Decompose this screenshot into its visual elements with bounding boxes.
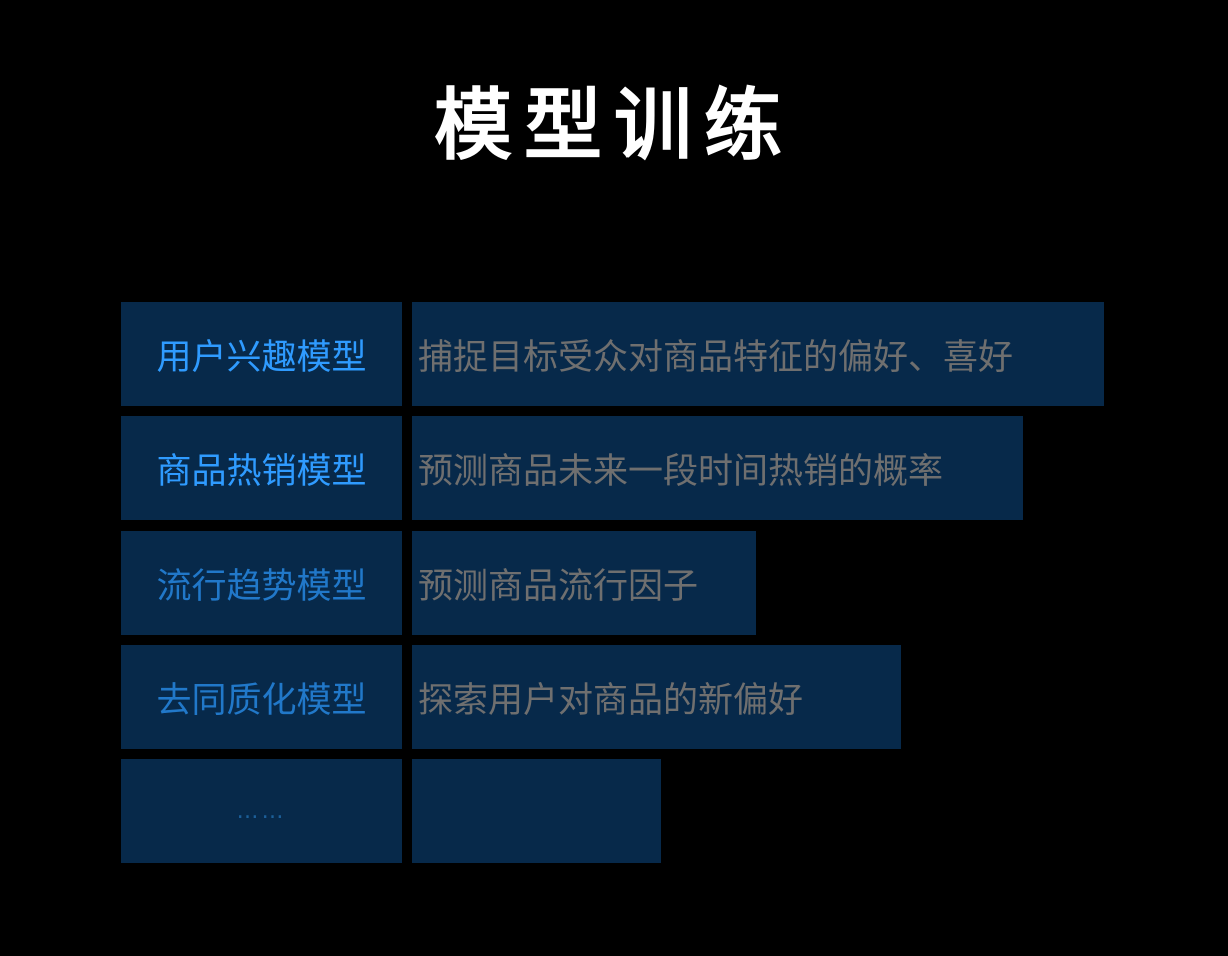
model-description: 探索用户对商品的新偏好 bbox=[412, 645, 901, 749]
model-name: 用户兴趣模型 bbox=[121, 302, 402, 406]
model-description-empty bbox=[412, 759, 661, 863]
model-name: 去同质化模型 bbox=[121, 645, 402, 749]
model-name: 流行趋势模型 bbox=[121, 531, 402, 635]
model-name-ellipsis: …… bbox=[121, 759, 402, 863]
model-description: 预测商品流行因子 bbox=[412, 531, 756, 635]
page-title: 模型训练 bbox=[433, 81, 794, 171]
model-description: 预测商品未来一段时间热销的概率 bbox=[412, 416, 1023, 520]
model-description: 捕捉目标受众对商品特征的偏好、喜好 bbox=[412, 302, 1104, 406]
model-name: 商品热销模型 bbox=[121, 416, 402, 520]
